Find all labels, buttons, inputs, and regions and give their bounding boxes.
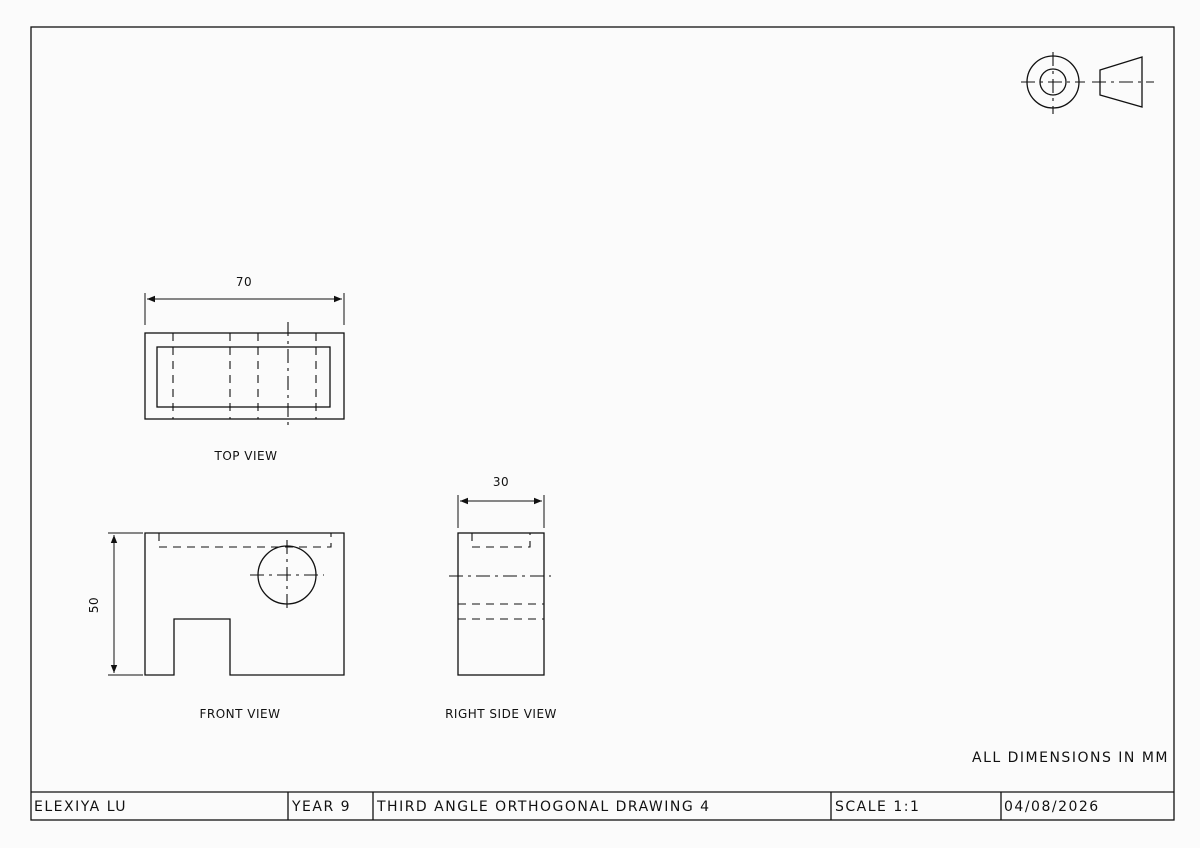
title-block-scale: SCALE 1:1 xyxy=(835,799,920,815)
width-dimension: 70 xyxy=(236,275,252,289)
title-block: ELEXIYA LU YEAR 9 THIRD ANGLE ORTHOGONAL… xyxy=(31,791,1174,820)
front-view: 50 FRONT VIEW xyxy=(87,532,345,721)
top-view-label: TOP VIEW xyxy=(213,449,277,463)
front-view-label: FRONT VIEW xyxy=(199,707,280,721)
height-dimension: 50 xyxy=(87,597,101,613)
title-block-title: THIRD ANGLE ORTHOGONAL DRAWING 4 xyxy=(376,799,711,815)
title-block-name: ELEXIYA LU xyxy=(34,799,127,815)
units-note: ALL DIMENSIONS IN MM xyxy=(972,750,1169,766)
sheet-border xyxy=(30,26,1175,821)
top-view: 70 TOP VIEW xyxy=(144,275,345,463)
title-block-date: 04/08/2026 xyxy=(1004,799,1100,815)
title-block-year: YEAR 9 xyxy=(291,799,351,815)
right-side-view-label: RIGHT SIDE VIEW xyxy=(445,707,557,721)
right-side-view: 30 RIGHT SIDE VIEW xyxy=(445,475,557,721)
third-angle-projection-icon xyxy=(1021,52,1154,114)
depth-dimension: 30 xyxy=(493,475,509,489)
